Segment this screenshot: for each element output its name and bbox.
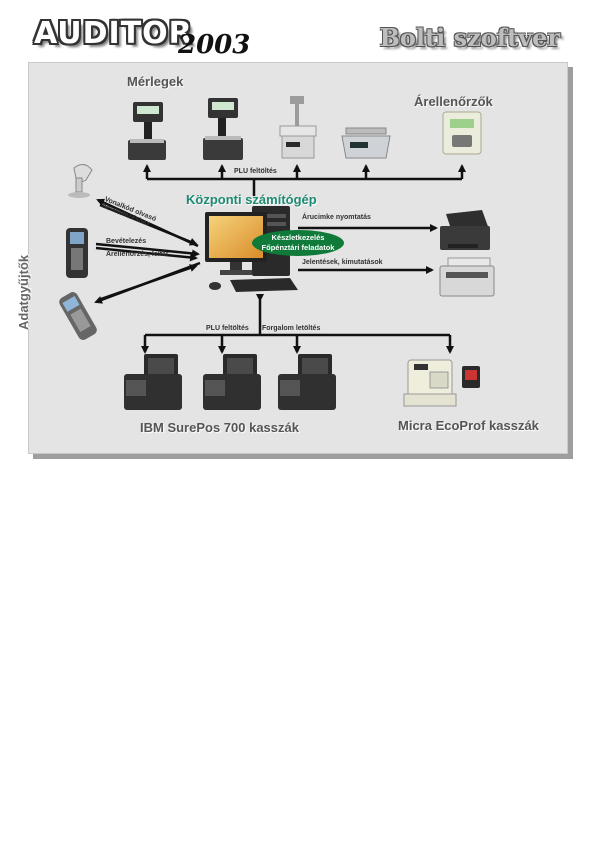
logo-year: 2003	[178, 30, 251, 60]
label-printer	[440, 210, 490, 250]
plu-upload-bottom-label: PLU feltöltés	[206, 325, 249, 332]
plu-upload-top-label: PLU feltöltés	[234, 168, 277, 175]
price-checkers-title: Árellenőrzők	[414, 94, 493, 109]
central-tasks-badge: Készletkezelés Főpénztári feladatok	[252, 230, 344, 256]
traffic-download-label: Forgalom letöltés	[262, 325, 321, 332]
data-collectors-title: Adatgyűjtők	[16, 254, 31, 330]
task-main-cashier: Főpénztári feladatok	[261, 243, 335, 252]
label-printing-label: Árucimke nyomtatás	[302, 214, 371, 221]
scale-2	[203, 98, 243, 160]
bottom-bus	[141, 294, 454, 354]
task-inventory: Készletkezelés	[271, 233, 325, 242]
page-subtitle: Bolti szoftver	[379, 23, 560, 52]
barcode-scanner	[68, 164, 93, 198]
receiving-label: Bevételezés	[106, 238, 147, 245]
central-computer	[205, 206, 298, 292]
micra-pos	[403, 359, 480, 407]
ibm-pos-3	[278, 354, 336, 410]
price-checker	[442, 111, 482, 155]
handheld-terminal-1	[66, 228, 88, 278]
handheld-terminal-2	[59, 292, 97, 340]
micra-pos-title: Micra EcoProf kasszák	[398, 418, 539, 433]
right-arrows	[298, 224, 438, 274]
ibm-pos-title: IBM SurePos 700 kasszák	[140, 420, 299, 435]
ibm-pos-2	[203, 354, 261, 410]
left-arrows	[94, 198, 201, 304]
scales-title: Mérlegek	[127, 74, 184, 89]
scale-1	[128, 102, 166, 160]
scale-3	[279, 96, 317, 159]
dot-matrix-printer	[439, 257, 495, 297]
ibm-pos-1	[124, 354, 182, 410]
auditor-logo: AUDITOR	[34, 16, 193, 51]
price-check-inventory-label: Árellenőrzés, leltár	[106, 251, 169, 258]
scale-4	[341, 127, 391, 159]
central-computer-title: Központi számítógép	[186, 192, 317, 207]
top-bus	[143, 164, 466, 196]
reports-label: Jelentések, kimutatások	[302, 259, 383, 266]
